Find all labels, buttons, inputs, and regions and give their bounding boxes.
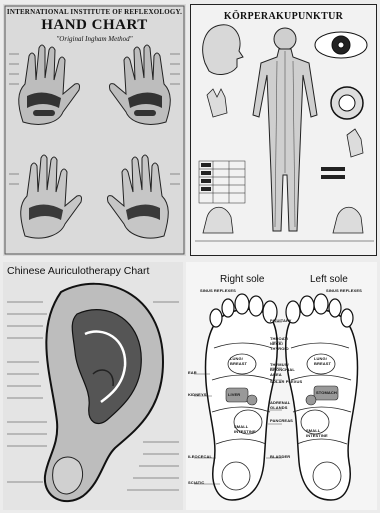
ear-chart-title: Chinese Auriculotherapy Chart [7, 265, 149, 277]
label-sinus-left: SINUS REFLEXES [326, 288, 362, 293]
ear-chart-illustration [3, 262, 183, 510]
sole-chart-panel: Right sole Left sole SINUS REFLEXES SINU… [186, 262, 377, 510]
label-stomach: STOMACH [316, 390, 337, 395]
label-lung-right: LUNG/ BREAST [230, 356, 250, 366]
label-liver: LIVER [228, 392, 240, 397]
sole-chart-illustration [186, 262, 377, 510]
label-kidneys: KIDNEYS [188, 392, 206, 397]
label-lung-left: LUNG/ BREAST [314, 356, 334, 366]
hand-chart-title: HAND CHART [3, 17, 186, 34]
label-pancreas: PANCREAS [270, 418, 293, 423]
left-sole-label: Left sole [310, 274, 348, 285]
label-small-intestine-right: SMALL INTESTINE [234, 424, 256, 434]
label-sinus-right: SINUS REFLEXES [200, 288, 236, 293]
label-small-intestine-left: SMALL INTESTINE [306, 428, 328, 438]
body-acupuncture-illustration [191, 5, 377, 256]
label-throat: THROAT/ NECK/ THYROID [270, 336, 294, 351]
label-adrenal: ADRENAL GLANDS [270, 400, 294, 410]
right-sole-label: Right sole [220, 274, 264, 285]
label-ileocecal: ILEOCECAL [188, 454, 212, 459]
label-ear: EAR [188, 370, 197, 375]
hand-chart-panel: INTERNATIONAL INSTITUTE OF REFLEXOLOGY. … [3, 4, 186, 256]
label-solar-plexus: SOLAR PLEXUS [270, 379, 302, 384]
hand-chart-org: INTERNATIONAL INSTITUTE OF REFLEXOLOGY. [3, 8, 186, 16]
ear-chart-panel: Chinese Auriculotherapy Chart [3, 262, 183, 510]
body-acupuncture-panel: KÖRPERAKUPUNKTUR [190, 4, 377, 256]
label-thymus: THYMUS/ BRONCHIAL AREA [270, 362, 296, 377]
body-acupuncture-title: KÖRPERAKUPUNKTUR [191, 11, 376, 22]
label-sciatic: SCIATIC [188, 480, 204, 485]
hand-chart-subtitle: "Original Ingham Method" [3, 35, 186, 43]
label-pituitary: PITUITARY [270, 318, 292, 323]
label-bladder: BLADDER [270, 454, 290, 459]
